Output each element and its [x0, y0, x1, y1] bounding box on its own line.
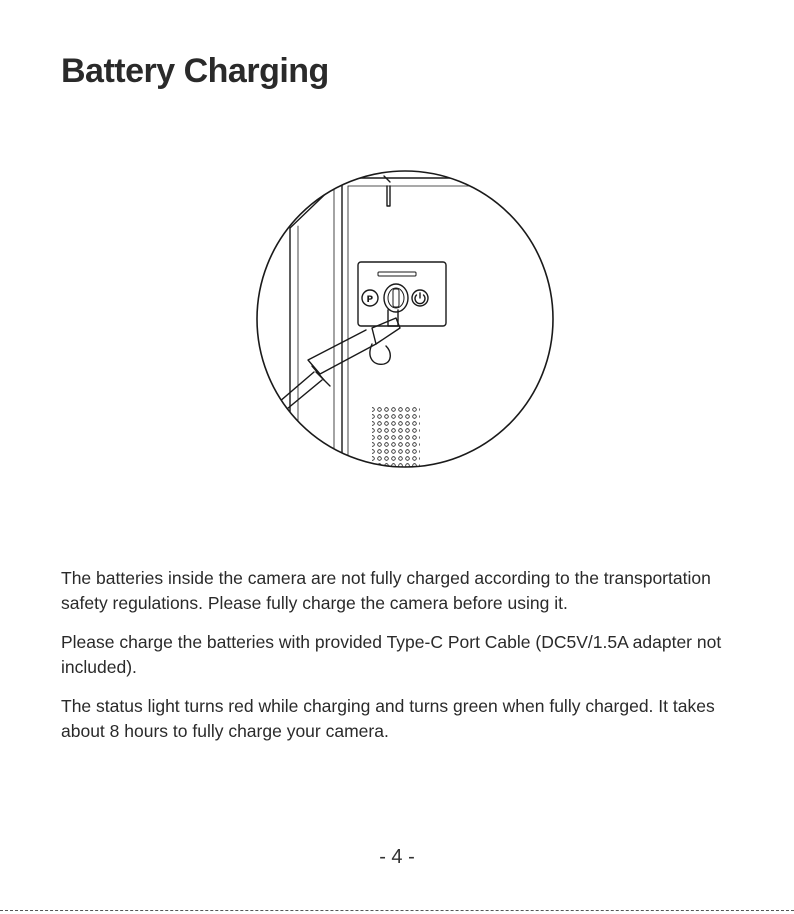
- usb-c-port: [383, 283, 409, 313]
- zoom-circle: [256, 170, 554, 468]
- paragraph-1: The batteries inside the camera are not …: [61, 568, 711, 613]
- page-title: Battery Charging: [61, 52, 329, 90]
- paragraph-3: The status light turns red while chargin…: [61, 696, 715, 741]
- rubber-flap: [369, 343, 391, 365]
- usb-c-plug: [387, 309, 399, 327]
- body-text: The batteries inside the camera are not …: [61, 566, 761, 758]
- camera-body-outline: [289, 177, 553, 229]
- svg-text:P: P: [367, 295, 374, 305]
- button-p: [361, 289, 379, 307]
- camera-charging-illustration: P: [256, 170, 554, 468]
- bottom-divider: [0, 910, 794, 911]
- paragraph-2: Please charge the batteries with provide…: [61, 632, 722, 677]
- port-panel: [357, 261, 447, 327]
- speaker-grill: [372, 406, 420, 467]
- page-number: - 4 -: [379, 846, 415, 868]
- top-indicator: [383, 175, 391, 207]
- power-button: [411, 289, 429, 307]
